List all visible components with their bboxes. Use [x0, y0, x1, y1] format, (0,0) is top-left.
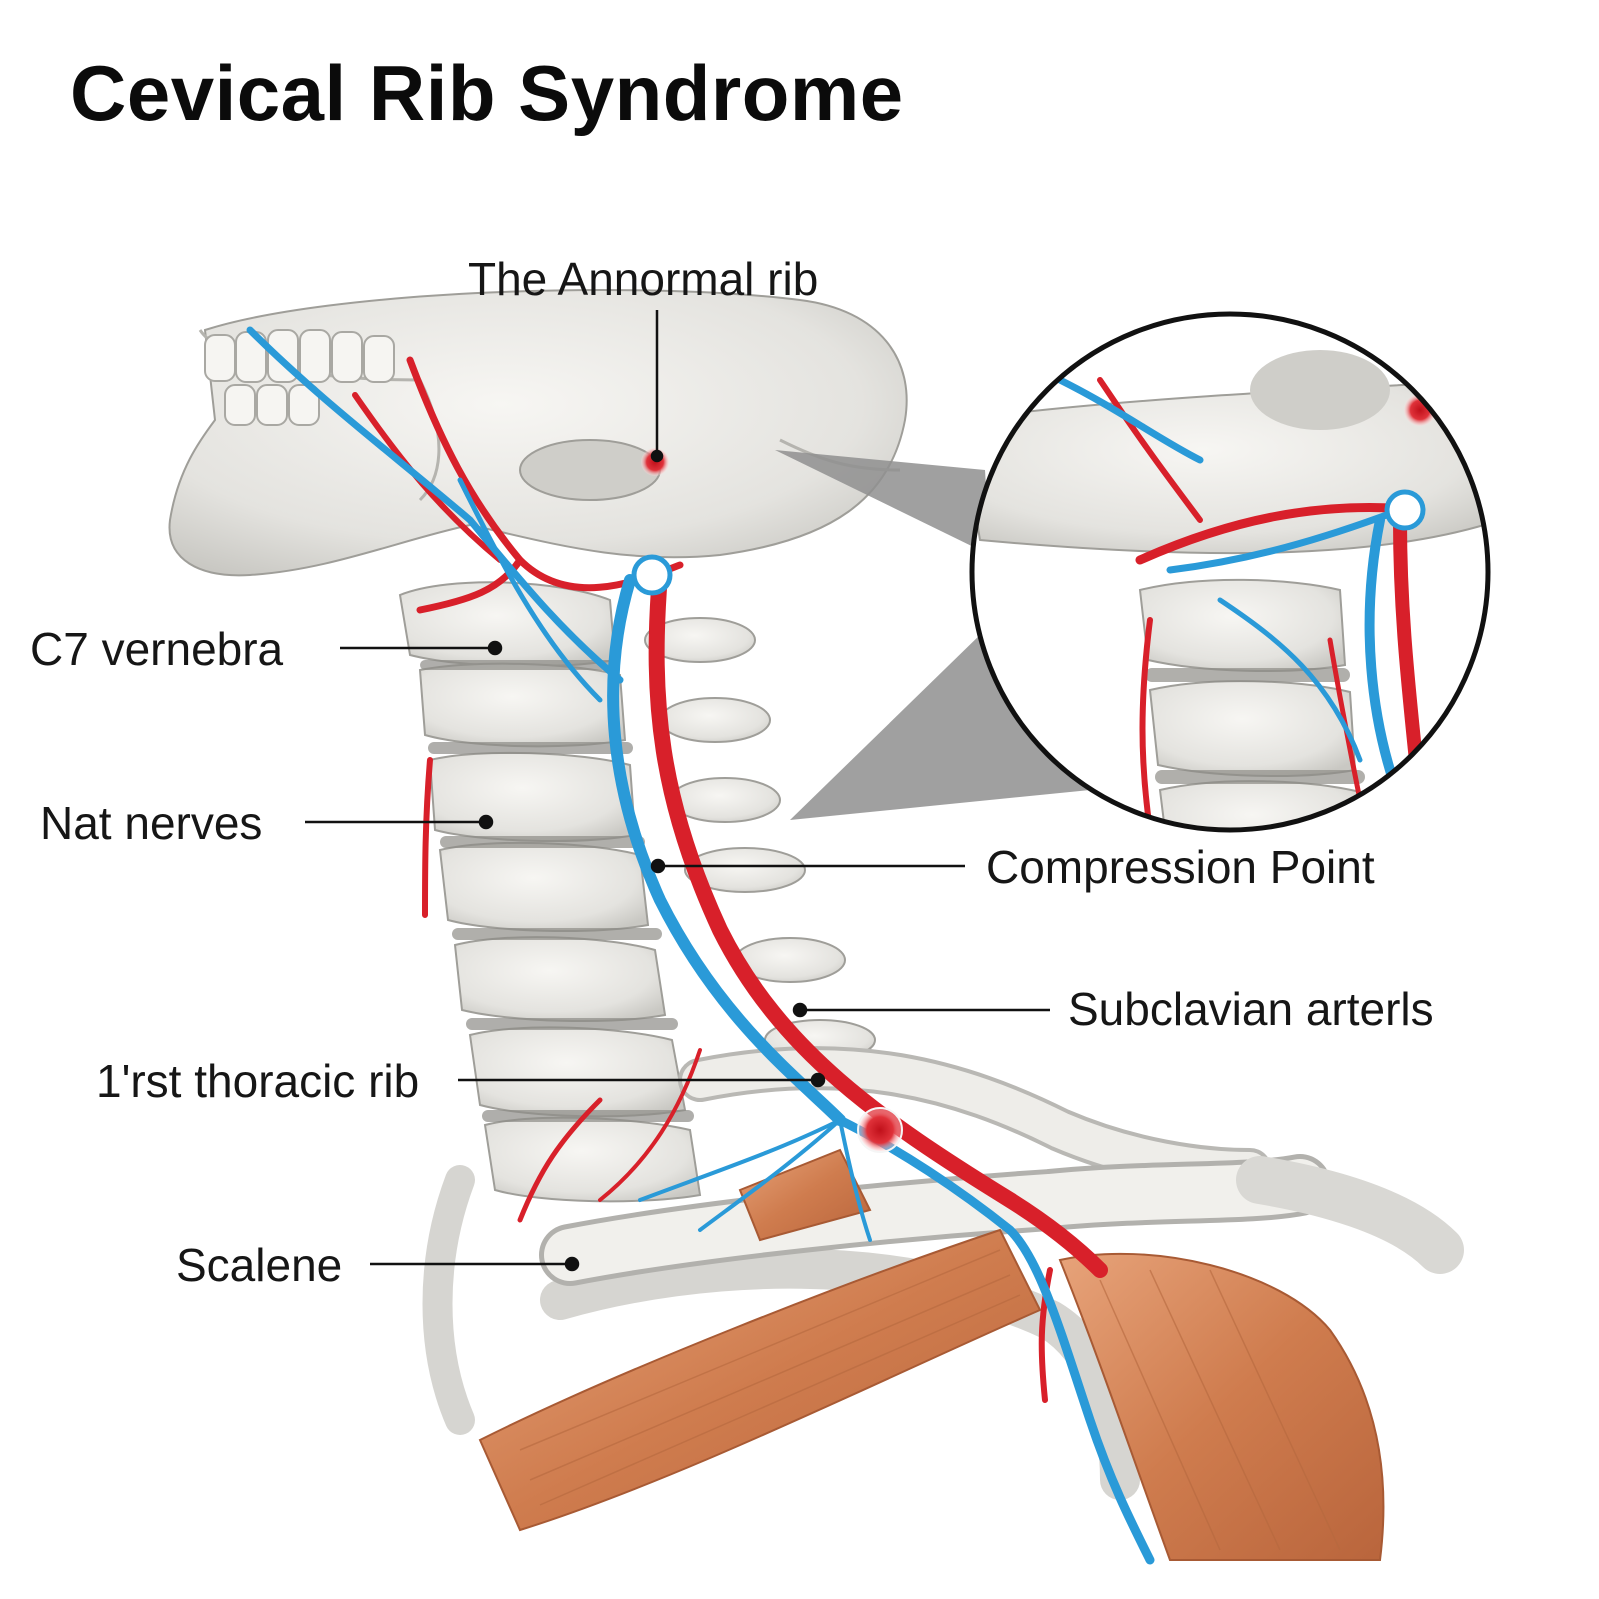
label-c7-vertebra: C7 vernebra [30, 623, 284, 675]
skull [168, 289, 908, 577]
label-first-thoracic-rib: 1'rst thoracic rib [96, 1055, 420, 1107]
label-abnormal-rib: The Annormal rib [468, 253, 819, 305]
leader-lines [305, 310, 1050, 1272]
muscles [478, 1148, 1385, 1561]
label-subclavian-artery: Subclavian arterls [1068, 983, 1434, 1035]
magnified-inset [969, 311, 1491, 833]
label-scalene: Scalene [176, 1239, 343, 1291]
foramen-ring [631, 554, 673, 596]
cervical-spine [398, 581, 876, 1203]
page-title: Cevical Rib Syndrome [70, 49, 904, 137]
label-nat-nerves: Nat nerves [40, 797, 263, 849]
compression-lesion [857, 1107, 903, 1153]
nerves [246, 326, 1155, 1565]
inset-border [969, 311, 1491, 833]
label-compression-point: Compression Point [986, 841, 1375, 893]
